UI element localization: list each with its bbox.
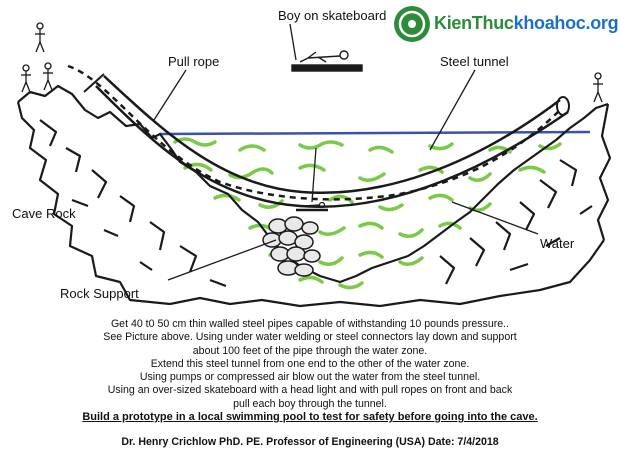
leader-lines: [153, 23, 539, 281]
cave-rock: [16, 84, 612, 308]
pull-rope: [67, 64, 563, 201]
water-body: [173, 137, 562, 290]
boy-on-skateboard-figure: [291, 50, 363, 72]
watermark-logo: [394, 6, 430, 42]
watermark-brand-blue: khoahoc: [513, 13, 586, 33]
label-water: Water: [540, 236, 575, 251]
description-line: Get 40 t0 50 cm thin walled steel pipes …: [110, 318, 510, 330]
description-line: pull each boy through the tunnel.: [233, 397, 387, 410]
label-cave-rock: Cave Rock: [12, 206, 76, 221]
description-line: Extend this steel tunnel from one end to…: [150, 357, 470, 370]
watermark-domain: .org: [585, 13, 619, 33]
description-line: Using pumps or compressed air blow out t…: [139, 371, 481, 384]
label-pull-rope: Pull rope: [168, 54, 220, 69]
label-boy-on-skateboard: Boy on skateboard: [278, 8, 387, 23]
description-emphasis: Build a prototype in a local swimming po…: [82, 411, 538, 424]
cave-diagram: [16, 22, 612, 308]
label-rock-support: Rock Support: [60, 286, 139, 301]
boy-in-tunnel: [296, 201, 328, 212]
description-block: Get 40 t0 50 cm thin walled steel pipes …: [0, 318, 620, 424]
description-line: about 100 feet of the pipe through the w…: [192, 344, 428, 357]
description-line: See Picture above. Using under water wel…: [103, 331, 517, 344]
stick-figures: [21, 22, 603, 103]
watermark-brand-green: KienThuc: [434, 13, 514, 33]
description-line: Using an over-sized skateboard with a he…: [107, 384, 513, 397]
water-surface-line: [159, 130, 591, 136]
label-steel-tunnel: Steel tunnel: [440, 54, 509, 69]
author-credit: Dr. Henry Crichlow PhD. PE. Professor of…: [121, 436, 499, 448]
watermark-text: KienThuckhoahoc.org: [434, 13, 619, 34]
rock-support-pile: [262, 216, 321, 277]
